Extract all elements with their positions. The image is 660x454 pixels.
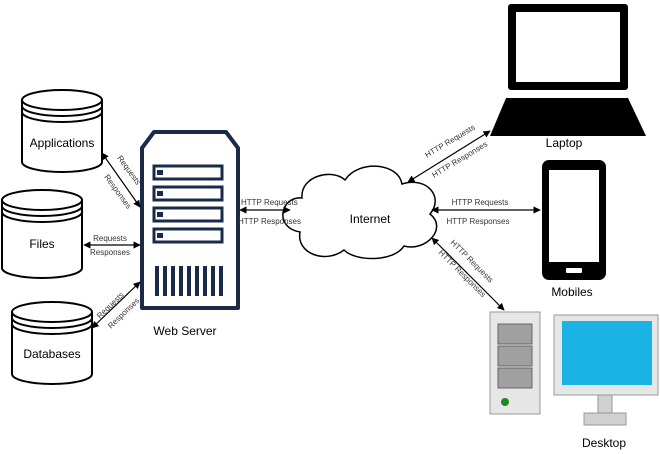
- mobiles-label: Mobiles: [551, 285, 592, 299]
- laptop-label: Laptop: [546, 136, 583, 150]
- server-http-responses-label: HTTP Responses: [238, 217, 301, 226]
- cloud-icon: [282, 165, 438, 260]
- files-requests-label: Requests: [93, 234, 127, 243]
- mobile-http-responses-label: HTTP Responses: [447, 217, 510, 226]
- database-icon: [11, 301, 93, 385]
- databases-database: Databases: [11, 301, 93, 385]
- laptop-icon: [490, 4, 646, 136]
- laptop: Laptop: [490, 4, 646, 150]
- mobile-http-requests-label: HTTP Requests: [452, 198, 509, 207]
- server-icon: [140, 130, 240, 310]
- web-server-label: Web Server: [153, 324, 216, 338]
- files-database: Files: [1, 189, 83, 279]
- desktop-label: Desktop: [582, 436, 626, 450]
- applications-label: Applications: [30, 136, 95, 150]
- server-http-requests-label: HTTP Requests: [241, 198, 298, 207]
- mobile: Mobiles: [542, 160, 606, 299]
- internet-laptop-connector: [407, 130, 491, 183]
- files-responses-label: Responses: [90, 248, 130, 257]
- internet: Internet: [282, 165, 438, 260]
- internet-desktop-connector: [431, 237, 505, 311]
- applications-database: Applications: [21, 89, 103, 173]
- databases-label: Databases: [23, 347, 80, 361]
- applications-server-connector: [101, 152, 141, 208]
- internet-label: Internet: [350, 212, 391, 226]
- desktop-icon: [489, 311, 659, 426]
- desktop: Desktop: [489, 311, 659, 450]
- database-icon: [1, 189, 83, 279]
- mobile-icon: [542, 160, 606, 280]
- files-label: Files: [29, 237, 54, 251]
- applications-requests-label: Requests: [115, 154, 142, 187]
- database-icon: [21, 89, 103, 173]
- databases-server-connector: [91, 281, 141, 329]
- web-server: Web Server: [140, 130, 240, 338]
